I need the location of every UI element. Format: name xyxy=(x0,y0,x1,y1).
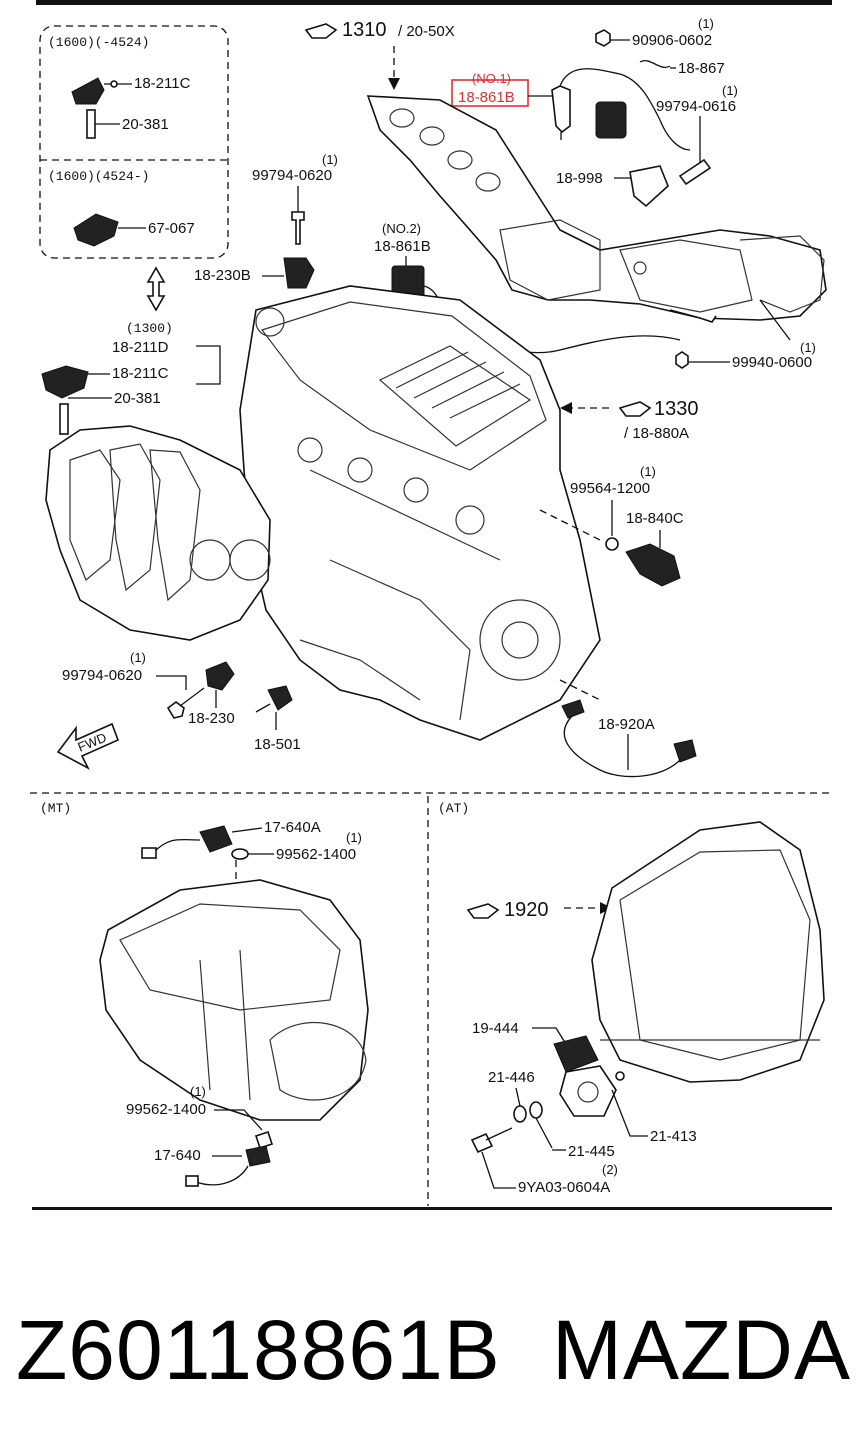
group-1300-header: (1300) xyxy=(126,321,173,336)
oxygen-sensor-1 xyxy=(551,68,691,151)
qty-99794-0616: (1) xyxy=(722,83,738,98)
ref-1310-sub: / 20-50X xyxy=(398,23,455,40)
highlight-qty: (NO.1) xyxy=(472,71,511,86)
bottom-rule xyxy=(32,1207,832,1210)
left-mid-callouts: (1) 99794-0620 18-230B (NO.2) 18-861B xyxy=(194,152,681,354)
qty-99794-0620-top: (1) xyxy=(322,152,338,167)
pointing-hand-icon xyxy=(618,401,652,417)
variant-box: (1600)(-4524) (1600)(4524-) 18-211C 20-3… xyxy=(39,25,229,259)
forward-arrow-icon: FWD xyxy=(56,722,120,770)
at-section: (AT) 1920 19-444 21-446 21-445 21-413 (2… xyxy=(438,801,825,1196)
group-1300-part-a: 18-211D xyxy=(112,339,169,356)
top-border xyxy=(36,0,832,5)
mt-section: (MT) 17-640A (1) 99562-1400 (1) 99562-14… xyxy=(40,801,369,1187)
part-21-445: 21-445 xyxy=(568,1143,615,1160)
group-1300-part-b: 18-211C xyxy=(112,365,169,382)
part-99794-0616: 99794-0616 xyxy=(656,98,736,115)
exhaust-manifold-shape xyxy=(366,95,827,341)
ref-1310-number: 1310 xyxy=(342,19,387,41)
qty-99940-0600: (1) xyxy=(800,340,816,355)
qty-9YA03: (2) xyxy=(602,1162,618,1177)
highlight-part-number: 18-861B xyxy=(458,89,515,106)
qty-90906: (1) xyxy=(698,16,714,31)
right-mid-callouts: (1) 99564-1200 18-840C xyxy=(539,464,684,587)
mt-header: (MT) xyxy=(40,801,71,816)
footer-brand: MAZDA xyxy=(552,1303,851,1397)
qty-99794-0620-bottom: (1) xyxy=(130,650,146,665)
highlight-box xyxy=(451,79,529,107)
variant-part-b: 20-381 xyxy=(122,116,169,133)
ref-1330-sub: / 18-880A xyxy=(624,425,689,442)
interchange-arrow xyxy=(146,266,166,312)
exhaust-right-callout: (1) 99940-0600 xyxy=(669,309,816,371)
variant-part-c: 67-067 xyxy=(148,220,195,237)
qty-99562-1400-bottom: (1) xyxy=(190,1084,206,1099)
part-18-840C: 18-840C xyxy=(626,510,684,527)
part-18-501: 18-501 xyxy=(254,736,301,753)
ref-1330: 1330 / 18-880A xyxy=(560,398,699,442)
pointing-hand-icon xyxy=(304,23,338,39)
part-18-920A: 18-920A xyxy=(598,716,655,733)
connector-shape xyxy=(595,101,627,139)
part-17-640A: 17-640A xyxy=(264,819,321,836)
right-top-callouts: (1) 90906-0602 18-867 (1) 99794-0616 18-… xyxy=(556,16,738,208)
part-99564-1200: 99564-1200 xyxy=(570,480,650,497)
variant-lower-header: (1600)(4524-) xyxy=(48,169,149,184)
part-99562-1400-bottom: 99562-1400 xyxy=(126,1101,206,1118)
no2-part: 18-861B xyxy=(374,238,431,255)
part-90906: 90906-0602 xyxy=(632,32,712,49)
pin-shape xyxy=(86,109,96,139)
part-18-867: 18-867 xyxy=(678,60,725,77)
part-18-230: 18-230 xyxy=(188,710,235,727)
variant-upper-header: (1600)(-4524) xyxy=(48,35,149,50)
no2-qty: (NO.2) xyxy=(382,221,421,236)
variant-part-a: 18-211C xyxy=(134,75,191,92)
part-21-413: 21-413 xyxy=(650,1128,697,1145)
bottom-right-callout: 18-920A xyxy=(559,679,697,778)
part-19-444: 19-444 xyxy=(472,1020,519,1037)
group-1300-part-c: 20-381 xyxy=(114,390,161,407)
part-21-446: 21-446 xyxy=(488,1069,535,1086)
group-1300: (1300) 18-211D 18-211C 20-381 xyxy=(41,321,221,435)
part-18-230B: 18-230B xyxy=(194,267,251,284)
sensor-67-shape xyxy=(73,213,146,247)
intake-manifold-shape xyxy=(45,425,271,641)
footer: Z60118861B MAZDA xyxy=(0,1300,864,1410)
part-9YA03: 9YA03-0604A xyxy=(518,1179,610,1196)
part-99562-1400-top: 99562-1400 xyxy=(276,846,356,863)
qty-99562-1400-top: (1) xyxy=(346,830,362,845)
part-99794-0620-bottom: 99794-0620 xyxy=(62,667,142,684)
part-99940-0600: 99940-0600 xyxy=(732,354,812,371)
footer-part-number: Z60118861B xyxy=(16,1303,501,1397)
part-17-640: 17-640 xyxy=(154,1147,201,1164)
ref-1330-number: 1330 xyxy=(654,398,699,420)
bottom-left-callouts: (1) 99794-0620 18-230 18-501 FWD xyxy=(56,650,301,770)
crank-sensor-shape xyxy=(71,77,132,105)
ref-1310: 1310 / 20-50X xyxy=(304,19,455,90)
qty-99564-1200: (1) xyxy=(640,464,656,479)
ref-1920: 1920 xyxy=(504,899,549,921)
part-99794-0620-top: 99794-0620 xyxy=(252,167,332,184)
part-18-998: 18-998 xyxy=(556,170,603,187)
highlighted-part[interactable]: (NO.1) 18-861B xyxy=(451,71,552,107)
at-header: (AT) xyxy=(438,801,469,816)
pointing-hand-icon xyxy=(466,903,500,919)
